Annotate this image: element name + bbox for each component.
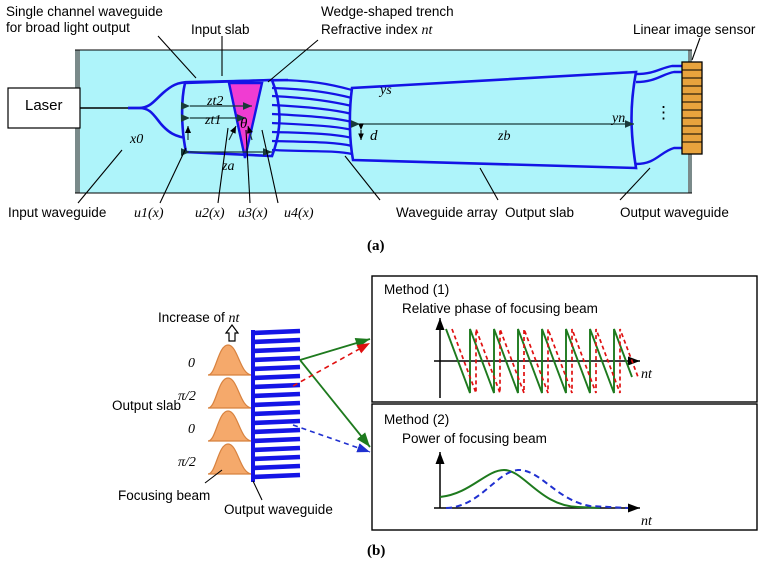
callout-output-waveguide: Output waveguide bbox=[620, 205, 729, 220]
label-output-waveguide-b: Output waveguide bbox=[224, 502, 333, 517]
waveguide-array bbox=[271, 78, 353, 156]
callout-input-slab: Input slab bbox=[191, 22, 250, 37]
method1-xaxis-label: nt bbox=[641, 367, 652, 382]
phase-label-0-b: 0 bbox=[188, 422, 195, 437]
phase-label-0-a: 0 bbox=[188, 356, 195, 371]
mode-pointer-arrows bbox=[184, 125, 253, 141]
refractive-index-text: Refractive index bbox=[321, 22, 422, 37]
dimension-arrows bbox=[180, 102, 634, 156]
linear-image-sensor bbox=[681, 61, 703, 155]
method-routing-arrows bbox=[292, 337, 371, 453]
mode-label-u2: u2(x) bbox=[195, 206, 225, 221]
panel-label-b: (b) bbox=[367, 543, 386, 559]
focusing-beams bbox=[207, 344, 253, 475]
method2-xaxis-label: nt bbox=[641, 514, 652, 529]
phase-label-pi2-b: π/2 bbox=[178, 455, 196, 470]
method1-panel bbox=[371, 275, 758, 403]
label-output-slab-b: Output slab bbox=[112, 398, 182, 413]
callout-waveguide-array: Waveguide array bbox=[396, 205, 498, 220]
geometry-label-ys: ys bbox=[380, 83, 392, 98]
dimension-label-zb: zb bbox=[498, 129, 511, 144]
increase-of-nt-label: Increase of nt bbox=[158, 310, 239, 326]
output-waveguides bbox=[635, 64, 684, 166]
panel-label-a: (a) bbox=[367, 238, 385, 254]
dimension-label-zt2: zt2 bbox=[207, 94, 224, 109]
dimension-label-za: za bbox=[222, 159, 235, 174]
callout-wedge-trench: Wedge-shaped trench bbox=[321, 4, 454, 19]
callout-output-slab: Output slab bbox=[505, 205, 575, 220]
leader-lines-b bbox=[204, 469, 263, 501]
output-slab bbox=[348, 70, 638, 170]
sensor-vertical-dots: ⋮ bbox=[655, 103, 672, 122]
geometry-label-x0: x0 bbox=[130, 132, 144, 147]
label-focusing-beam: Focusing beam bbox=[118, 488, 211, 503]
mode-label-u3: u3(x) bbox=[238, 206, 268, 221]
method2-title: Method (2) bbox=[384, 412, 450, 427]
dimension-label-zt1: zt1 bbox=[205, 113, 222, 128]
callout-line-2: for broad light output bbox=[6, 20, 130, 35]
mode-label-u4: u4(x) bbox=[284, 206, 314, 221]
callout-refractive-index: Refractive index nt bbox=[321, 22, 432, 38]
input-waveguide-splitter bbox=[128, 80, 191, 140]
callout-linear-image-sensor: Linear image sensor bbox=[633, 22, 756, 37]
callout-line-1: Single channel waveguide bbox=[6, 4, 163, 19]
increase-text: Increase of bbox=[158, 310, 229, 325]
refractive-index-subscript: t bbox=[428, 23, 433, 38]
callout-input-waveguide: Input waveguide bbox=[8, 205, 107, 220]
method1-subtitle: Relative phase of focusing beam bbox=[402, 301, 598, 316]
geometry-label-theta: θ bbox=[240, 116, 248, 132]
laser-source-box bbox=[7, 87, 132, 129]
output-waveguide-comb bbox=[251, 328, 301, 482]
geometry-label-d: d bbox=[370, 128, 378, 144]
laser-box-label: Laser bbox=[25, 97, 63, 114]
method2-panel bbox=[371, 403, 758, 531]
method1-title: Method (1) bbox=[384, 282, 450, 297]
hollow-up-arrow-icon bbox=[224, 324, 240, 342]
refractive-index-symbol: n bbox=[421, 23, 429, 38]
geometry-label-yn: yn bbox=[612, 111, 626, 126]
method2-subtitle: Power of focusing beam bbox=[402, 431, 547, 446]
mode-label-u1: u1(x) bbox=[134, 206, 164, 221]
leader-lines-a bbox=[77, 35, 701, 204]
phase-label-pi2-a: π/2 bbox=[178, 389, 196, 404]
callout-single-channel-waveguide: Single channel waveguide for broad light… bbox=[6, 4, 163, 36]
increase-subscript: t bbox=[235, 311, 240, 326]
increase-symbol: n bbox=[228, 311, 236, 326]
